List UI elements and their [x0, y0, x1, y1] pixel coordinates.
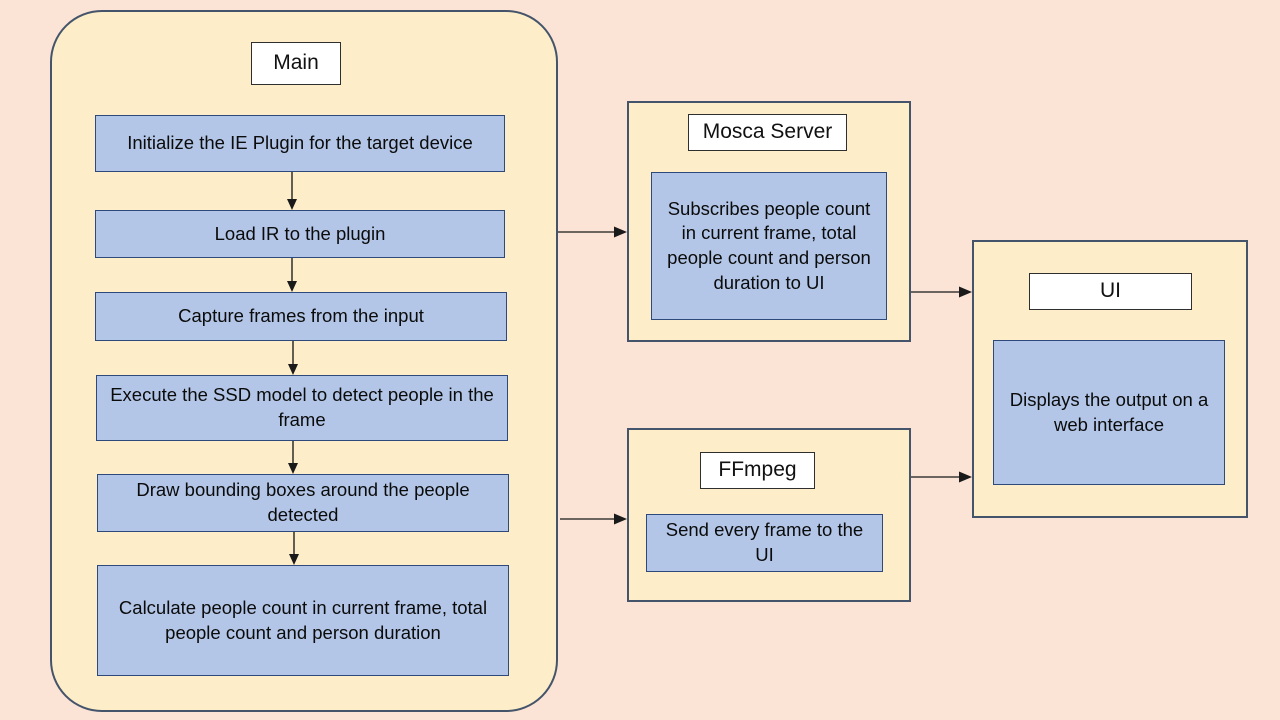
arrow-ssd-to-draw — [288, 441, 298, 474]
process-initialize-ie-plugin: Initialize the IE Plugin for the target … — [95, 115, 505, 172]
arrow-loadir-to-capture — [287, 258, 297, 292]
process-subscribe-counts: Subscribes people count in current frame… — [651, 172, 887, 320]
process-display-output: Displays the output on a web interface — [993, 340, 1225, 485]
process-calculate-counts: Calculate people count in current frame,… — [97, 565, 509, 676]
arrow-init-to-loadir — [287, 172, 297, 210]
process-draw-bounding-boxes: Draw bounding boxes around the people de… — [97, 474, 509, 532]
arrow-draw-to-calc — [289, 532, 299, 565]
group-label-main: Main — [251, 42, 341, 85]
arrow-mosca-to-ui — [911, 286, 972, 298]
process-send-frames: Send every frame to the UI — [646, 514, 883, 572]
arrow-ffmpeg-to-ui — [911, 471, 972, 483]
group-label-ffmpeg: FFmpeg — [700, 452, 815, 489]
arrow-capture-to-ssd — [288, 341, 298, 375]
process-execute-ssd: Execute the SSD model to detect people i… — [96, 375, 508, 441]
process-load-ir: Load IR to the plugin — [95, 210, 505, 258]
group-label-mosca-server: Mosca Server — [688, 114, 847, 151]
arrow-main-to-mosca — [558, 226, 627, 238]
process-capture-frames: Capture frames from the input — [95, 292, 507, 341]
arrow-main-to-ffmpeg — [560, 513, 627, 525]
group-label-ui: UI — [1029, 273, 1192, 310]
